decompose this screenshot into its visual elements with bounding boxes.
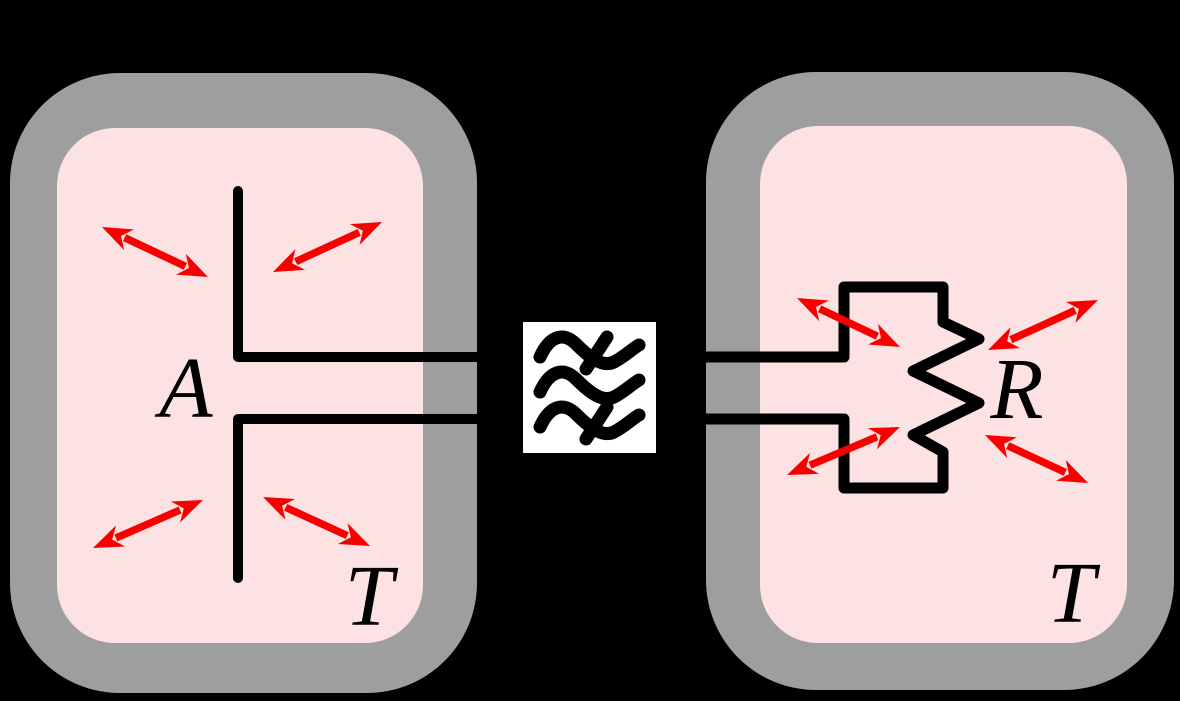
radiation-double-arrow-icon [102,227,208,277]
filter-wave-bottom-slash [579,400,614,446]
radiation-arrow-shaft [284,503,349,540]
radiation-arrow-head [797,298,829,322]
radiation-arrows [93,222,1098,548]
radiation-arrow-shaft [123,234,187,270]
left-enclosure-interior [57,128,423,643]
left-temperature-label: T [345,547,399,644]
filter-wave-middle [533,365,646,405]
left-enclosure [10,73,477,693]
radiation-arrow-head [337,523,370,546]
radiation-arrow-head [170,500,203,523]
antenna-lower-element [233,414,545,583]
right-temperature-label: T [1047,544,1101,641]
antenna-upper-element [233,186,545,362]
radiation-double-arrow-icon [797,298,900,347]
radiation-arrow-head [176,253,208,277]
radiation-arrow-shaft [817,305,880,340]
antenna-label: A [154,339,213,436]
filter-wave-top-slash [579,330,614,376]
radiation-arrow-head [102,227,134,251]
radiation-arrow-shaft [1009,306,1077,344]
radiation-arrow-shaft [114,506,182,542]
antenna-icon [233,186,545,583]
radiation-double-arrow-icon [985,435,1088,483]
radiation-arrow-head [273,249,306,272]
radiation-arrow-head [868,323,900,347]
filter-waves [533,330,646,446]
resistor-icon [648,281,985,494]
radiation-arrow-shaft [294,228,361,266]
radiation-arrow-head [867,427,900,450]
radiation-arrow-head [988,327,1021,350]
radiation-arrow-head [349,222,382,245]
radiation-double-arrow-icon [787,427,900,475]
radiation-double-arrow-icon [263,497,370,546]
radiation-arrow-shaft [808,433,879,469]
radiation-arrow-head [263,497,296,520]
radiation-double-arrow-icon [273,222,382,272]
radiation-arrow-head [787,452,820,475]
radiation-arrow-shaft [1006,442,1067,476]
resistor-label: R [989,340,1043,437]
radiation-double-arrow-icon [93,500,203,548]
radiation-arrow-head [1056,459,1088,483]
radiation-arrow-head [1065,300,1098,323]
radiation-arrow-head [985,435,1017,459]
resistor-zigzag [648,281,985,494]
radiation-arrow-head [93,525,126,548]
radiation-double-arrow-icon [988,300,1098,350]
band-pass-filter-icon [523,322,656,453]
